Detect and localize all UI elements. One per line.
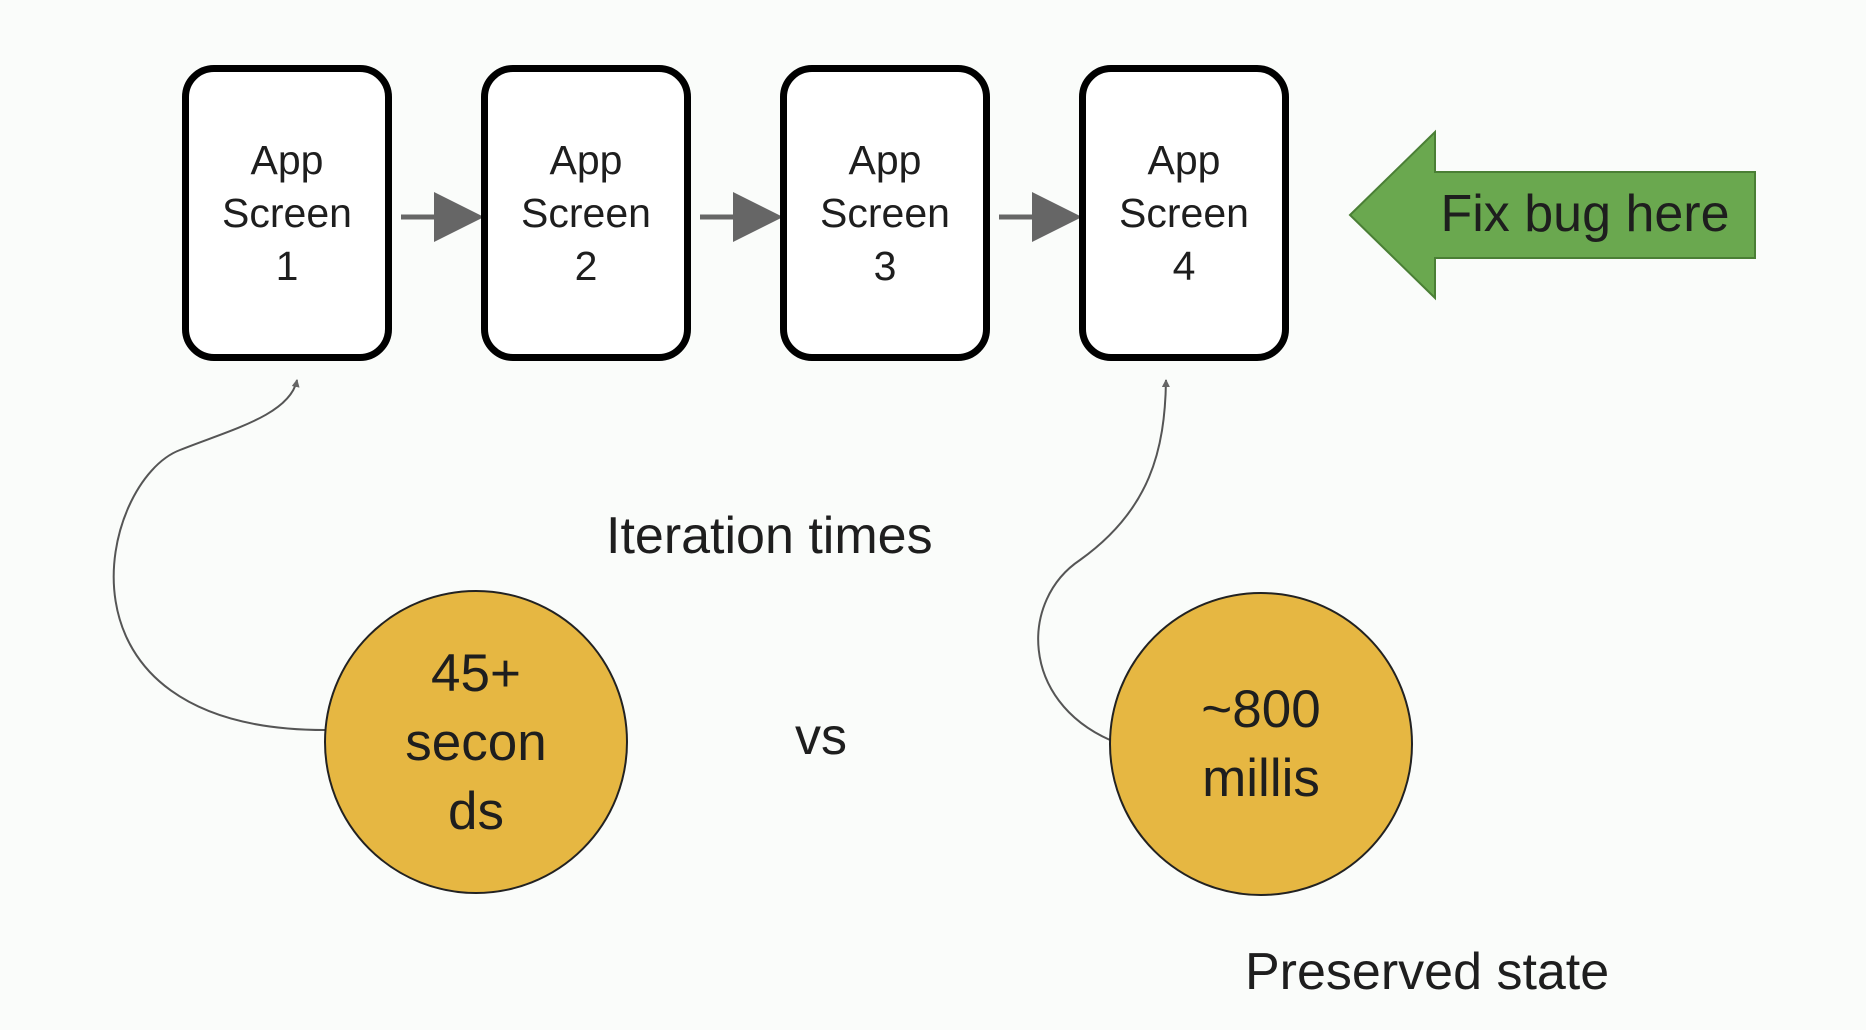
connector-right — [1037, 379, 1170, 741]
circle-line: secon — [405, 712, 547, 772]
app-screen-label: App — [549, 136, 623, 183]
circle-line: ~800 — [1201, 680, 1321, 739]
slow-iteration-circle: 45+ secon ds — [324, 590, 628, 894]
circle-line: ds — [448, 781, 504, 841]
app-screen-2: App Screen 2 — [481, 65, 691, 361]
app-screen-label: Screen — [1119, 189, 1249, 236]
preserved-state-label: Preserved state — [1245, 943, 1610, 1001]
app-screen-label: Screen — [222, 189, 352, 236]
app-screen-number: 2 — [574, 242, 598, 289]
app-screen-3: App Screen 3 — [780, 65, 990, 361]
app-screen-label: Screen — [820, 189, 950, 236]
fix-bug-arrow — [1348, 129, 1756, 301]
app-screen-1: App Screen 1 — [182, 65, 392, 361]
circle-line: 45+ — [431, 643, 521, 703]
app-screen-label: App — [848, 136, 922, 183]
app-screen-number: 1 — [275, 242, 299, 289]
app-screen-label: Screen — [521, 189, 651, 236]
connector-left — [112, 379, 326, 731]
app-screen-number: 4 — [1172, 242, 1196, 289]
app-screen-label: App — [1147, 136, 1221, 183]
versus-label: vs — [795, 708, 847, 766]
fix-bug-label: Fix bug here — [1440, 185, 1730, 243]
fast-iteration-circle: ~800 millis — [1109, 592, 1413, 896]
app-screen-number: 3 — [873, 242, 897, 289]
circle-line: millis — [1202, 749, 1320, 808]
app-screen-label: App — [250, 136, 324, 183]
iteration-times-heading: Iteration times — [606, 507, 933, 565]
app-screen-4: App Screen 4 — [1079, 65, 1289, 361]
